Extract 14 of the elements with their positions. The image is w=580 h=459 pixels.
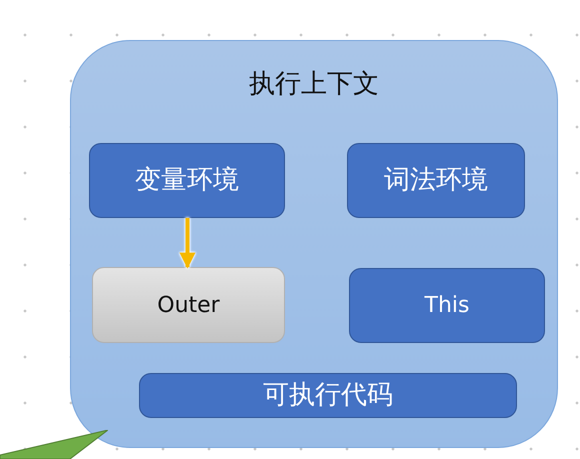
process-box [139, 373, 517, 418]
process-box [89, 143, 285, 218]
box-label: Outer [157, 292, 220, 320]
process-box [347, 143, 525, 218]
container-title: 执行上下文 [249, 68, 379, 101]
context-container [70, 40, 558, 448]
arrow [180, 218, 196, 269]
process-box [349, 268, 545, 343]
box-label: This [424, 292, 470, 320]
box-label: 词法环境 [384, 164, 488, 197]
callout-pointer [0, 430, 108, 459]
process-box [92, 267, 285, 343]
box-label: 可执行代码 [263, 379, 393, 412]
box-label: 变量环境 [135, 164, 239, 197]
